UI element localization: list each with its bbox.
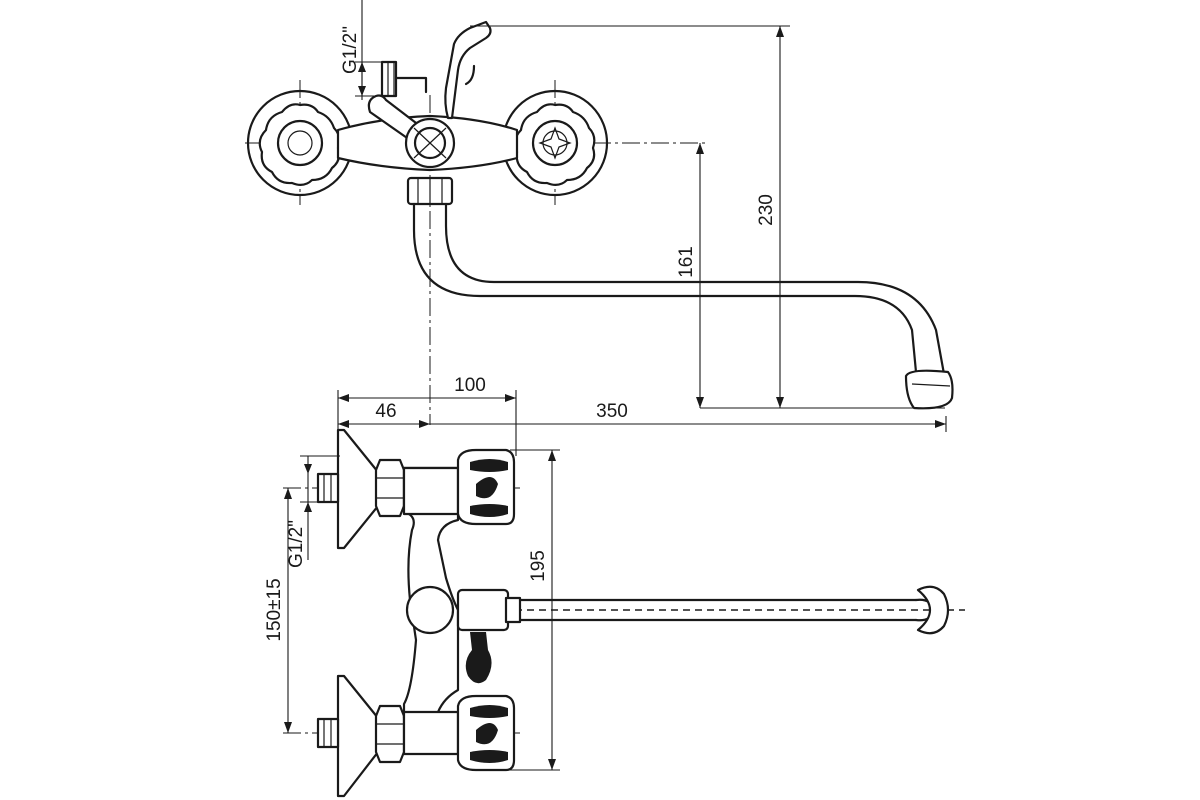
dim-total-height: 230 xyxy=(756,194,777,226)
dim-spout-height: 161 xyxy=(676,246,697,278)
spout-tip-front xyxy=(916,585,950,635)
bottom-inlet-nipple xyxy=(316,717,340,749)
top-view: G1/2" 230 161 xyxy=(245,0,954,425)
dim-inlet-offset: 46 xyxy=(375,401,396,422)
bottom-wall-flange xyxy=(336,674,380,798)
spout-inner xyxy=(444,202,946,376)
dim-body-height: 195 xyxy=(528,550,549,582)
top-eccentric-nut xyxy=(374,458,406,518)
dim-handle-offset: 100 xyxy=(454,375,486,396)
front-view: 100 46 350 xyxy=(264,375,965,798)
dim-thread-side: G1/2" xyxy=(286,520,307,568)
shower-holder xyxy=(444,20,492,120)
spout-outer xyxy=(412,202,918,374)
aerator xyxy=(904,369,954,410)
bottom-eccentric-nut xyxy=(374,704,406,764)
top-inlet-nipple xyxy=(316,472,340,504)
dim-thread-top: G1/2" xyxy=(340,26,361,74)
dim-spout-reach: 350 xyxy=(596,401,628,422)
top-wall-flange xyxy=(336,428,380,550)
diverter-lever-front xyxy=(465,632,492,684)
spout-joint xyxy=(456,588,510,632)
left-handle-top xyxy=(258,103,341,187)
diverter-knob-front xyxy=(405,585,455,635)
dim-inlet-spacing: 150±15 xyxy=(264,578,285,641)
right-handle-top xyxy=(513,103,596,187)
